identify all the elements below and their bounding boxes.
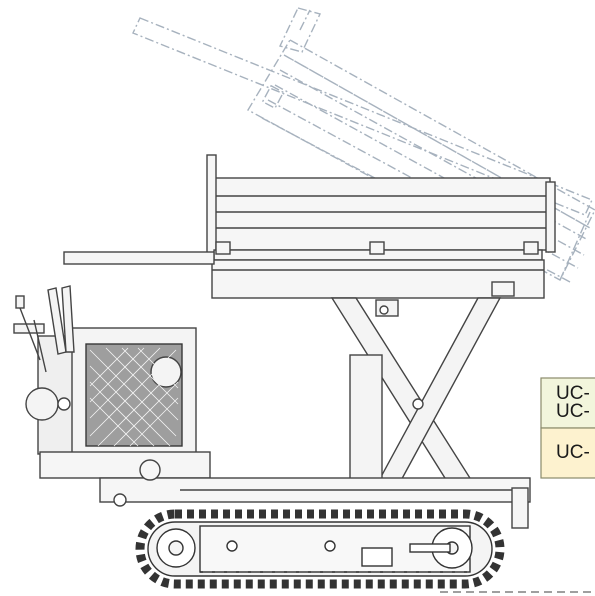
model-label-line-2: UC- xyxy=(556,401,590,422)
crawler-track xyxy=(135,509,505,589)
model-label-line-1: UC- xyxy=(556,383,590,404)
loading-rail xyxy=(63,251,215,265)
chassis-frame xyxy=(39,451,531,529)
cargo-bed xyxy=(206,154,556,299)
engine-grille-mesh xyxy=(89,347,179,447)
control-handles xyxy=(13,285,75,421)
model-label-line-3: UC- xyxy=(556,442,590,463)
scissor-lift xyxy=(330,297,502,487)
model-label-box-bottom xyxy=(540,427,595,479)
